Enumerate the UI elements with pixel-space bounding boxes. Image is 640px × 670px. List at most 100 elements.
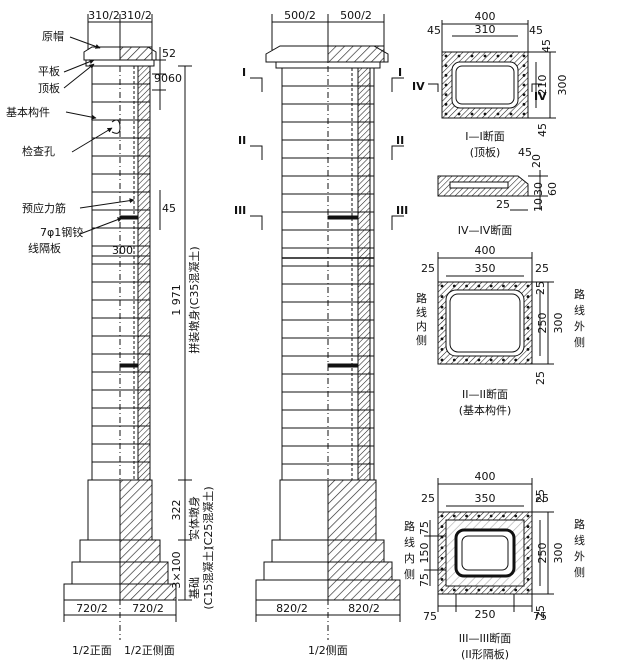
bolt-hole <box>526 348 530 351</box>
sec2-left-label-3: 内 <box>416 319 427 333</box>
bolt-hole <box>444 73 448 77</box>
sec3-dim-75-upper: 75 <box>418 521 431 535</box>
sec3-dim-25-right: 25 <box>535 492 549 505</box>
bolt-hole <box>440 525 444 528</box>
sec3-dim-75-lower: 75 <box>418 573 431 587</box>
bolt-hole <box>440 514 444 518</box>
section-III-text-group: 400 25 350 25 25 75 150 75 300 250 75 25… <box>404 470 585 661</box>
bolt-hole <box>477 284 481 288</box>
sec3-dim-350: 350 <box>475 492 496 505</box>
caption-half-front-side: 1/2正侧面 <box>124 644 175 657</box>
section-II-II <box>437 252 554 365</box>
bolt-hole <box>477 358 481 362</box>
bolt-hole <box>522 83 526 87</box>
bolt-hole <box>509 112 513 116</box>
bolt-hole <box>489 284 493 288</box>
bolt-hole <box>444 102 448 106</box>
mark-III-right: III <box>396 204 408 217</box>
bolt-hole <box>526 546 530 550</box>
sec2-subtitle: (基本构件) <box>459 403 512 417</box>
bolt-hole <box>483 54 487 58</box>
front-dim-60: 60 <box>168 72 182 85</box>
bolt-hole <box>465 358 468 362</box>
bolt-hole <box>496 112 500 116</box>
front-dim-3x100: 3×100 <box>170 551 183 588</box>
bolt-hole <box>470 54 474 58</box>
bolt-hole <box>440 588 444 592</box>
sec3-title: III—III断面 <box>459 631 511 645</box>
bolt-hole <box>526 284 530 288</box>
mark-III-left: III <box>234 204 246 217</box>
sec4-dim-45: 45 <box>518 146 532 159</box>
sec3-dim-25-bottom: 25 <box>534 605 547 619</box>
bolt-hole <box>514 588 518 592</box>
front-dim-322: 322 <box>170 500 183 521</box>
bolt-hole <box>526 556 530 560</box>
bolt-hole <box>440 578 444 581</box>
label-inspection-hole: 检查孔 <box>22 144 55 158</box>
bolt-hole <box>502 358 505 362</box>
section-III-III <box>424 478 554 612</box>
front-bottom-dim-left: 720/2 <box>76 602 108 615</box>
sec1-dim-310: 310 <box>475 23 496 36</box>
bolt-hole <box>465 588 468 592</box>
sec2-dim-250: 250 <box>536 313 549 334</box>
bolt-hole <box>457 112 461 116</box>
front-dim-cap-height: 52 <box>162 47 176 60</box>
sec4-title: IV—IV断面 <box>458 223 513 237</box>
sec3-right-label-1: 路 <box>574 518 585 531</box>
mark-I-right: I <box>398 66 402 79</box>
sec1-mark-IV-right: IV <box>534 90 547 103</box>
front-text-group: 310/2 310/2 720/2 720/2 52 90 60 45 300 … <box>6 9 215 657</box>
bolt-hole <box>452 358 456 362</box>
bolt-hole <box>522 112 526 116</box>
section-II-text-group: 400 25 350 25 25 300 250 25 路 线 内 侧 路 线 … <box>416 244 585 417</box>
front-dim-90: 90 <box>154 72 168 85</box>
sec3-right-label-4: 侧 <box>574 566 585 579</box>
bolt-hole <box>440 535 444 539</box>
bolt-hole <box>502 514 505 518</box>
bolt-hole <box>526 525 530 528</box>
sec3-left-label-4: 侧 <box>404 568 415 581</box>
sec2-dim-400: 400 <box>475 244 496 257</box>
sec3-right-label-2: 线 <box>574 533 585 547</box>
front-top-dim-left: 310/2 <box>88 9 120 22</box>
bolt-hole <box>477 514 481 518</box>
sec3-dim-400: 400 <box>475 470 496 483</box>
sec2-left-label-2: 线 <box>416 305 427 319</box>
bolt-hole <box>526 358 530 362</box>
bolt-hole <box>526 578 530 581</box>
sec3-dim-300: 300 <box>552 543 565 564</box>
sec2-right-label-4: 侧 <box>574 336 585 349</box>
bolt-hole <box>444 83 448 87</box>
sec2-right-label-1: 路 <box>574 288 585 301</box>
bolt-hole <box>444 64 448 68</box>
front-elevation <box>63 14 192 640</box>
sec2-dim-25-top: 25 <box>534 281 547 295</box>
bolt-hole <box>452 284 456 288</box>
side-text-group: 500/2 500/2 820/2 820/2 I I II II III II… <box>234 9 408 657</box>
sec1-dim-210: 210 <box>536 75 549 96</box>
section-IV-IV <box>437 170 548 211</box>
front-dim-c25: (C25混凝土) <box>201 486 215 549</box>
sec3-dim-25-top: 25 <box>534 489 547 503</box>
label-flat-slab: 平板 <box>38 64 60 78</box>
section-I-bolt-holes <box>444 54 526 116</box>
bolt-hole <box>465 514 468 518</box>
sec3-dim-250-vertical: 250 <box>536 543 549 564</box>
sec3-right-label-3: 外 <box>574 550 585 563</box>
sec2-left-label-1: 路 <box>416 292 427 305</box>
sec2-dim-25-right: 25 <box>535 262 549 275</box>
bolt-hole <box>440 284 444 288</box>
mark-II-right: II <box>396 134 404 147</box>
sec3-dim-75-bottom-right: 75 <box>533 610 547 623</box>
sec3-subtitle: (II形隔板) <box>461 647 509 661</box>
section-I-I <box>428 20 556 119</box>
bolt-hole <box>440 556 444 560</box>
label-prestress-tendon: 预应力筋 <box>22 201 66 215</box>
bolt-hole <box>440 337 444 341</box>
bolt-hole <box>489 358 493 362</box>
bolt-hole <box>440 316 444 320</box>
label-cap: 原帽 <box>42 30 64 43</box>
